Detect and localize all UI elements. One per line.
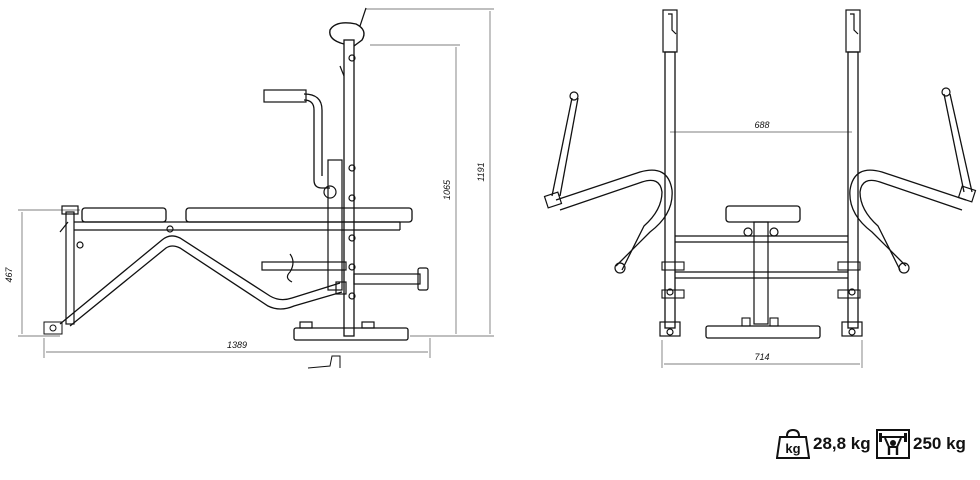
- side-view: 467 1389 1065 1191: [4, 7, 494, 369]
- dim-front-base-width: 714: [754, 352, 769, 362]
- dim-front-inner-width: 688: [754, 120, 769, 130]
- dim-side-length: 1389: [227, 340, 247, 350]
- dim-side-height-total: 1191: [476, 162, 486, 181]
- kettlebell-weight-icon: kg: [776, 429, 810, 459]
- max-load-value: 250 kg: [913, 434, 966, 453]
- weight-icon-label: kg: [785, 441, 800, 456]
- weightlifter-max-load-icon: [876, 429, 910, 459]
- dim-side-height-seat: 467: [4, 267, 14, 283]
- front-view: 688 714: [543, 9, 977, 368]
- product-weight-value: 28,8 kg: [813, 434, 871, 453]
- dim-side-height-rack: 1065: [442, 179, 452, 200]
- max-load-spec: 250 kg: [876, 427, 966, 461]
- product-weight-spec: kg 28,8 kg: [776, 427, 871, 461]
